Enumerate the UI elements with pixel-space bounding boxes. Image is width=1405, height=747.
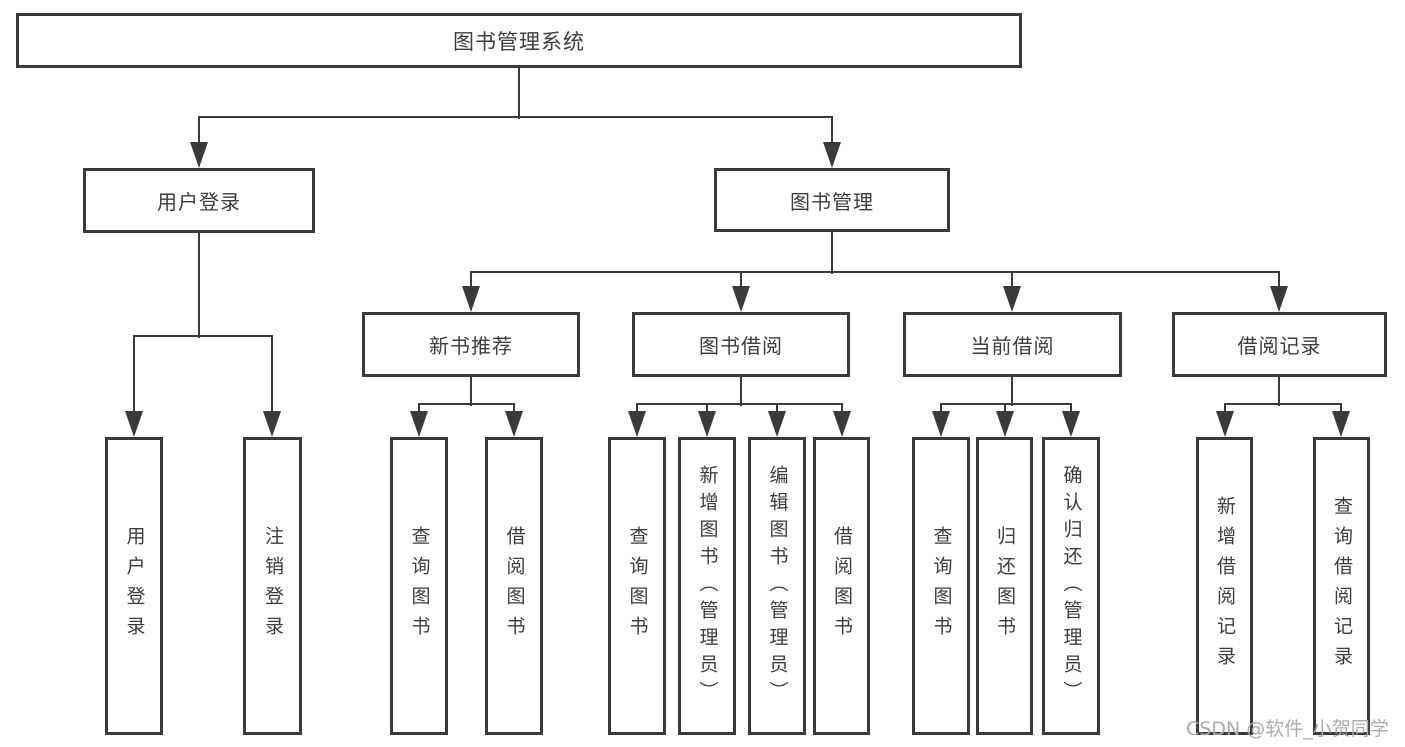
leaf-add-borrow-record-label: 新增借阅记录 — [1214, 496, 1236, 676]
arrow-down-icon — [505, 411, 523, 437]
connector-line-horizontal — [197, 115, 834, 119]
leaf-confirm-return-admin: 确认归还（管理员） — [1042, 437, 1100, 735]
leaf-add-book-admin: 新增图书（管理员） — [678, 437, 736, 735]
leaf-user-login-label: 用户登录 — [123, 526, 146, 646]
arrow-down-icon — [1332, 411, 1350, 437]
connector-line-vertical — [830, 232, 834, 274]
connector-line-vertical — [1010, 272, 1014, 294]
arrow-down-icon — [125, 411, 143, 437]
connector-line-vertical — [132, 336, 136, 416]
connector-line-horizontal — [132, 334, 274, 338]
connector-line-vertical — [705, 404, 709, 416]
connector-line-vertical — [512, 404, 516, 416]
connector-line-vertical — [775, 404, 779, 416]
connector-line-vertical — [270, 336, 274, 416]
node-book-borrow: 图书借阅 — [632, 312, 850, 377]
leaf-borrow-books-recommend-label: 借阅图书 — [503, 526, 526, 646]
arrow-down-icon — [768, 411, 786, 437]
connector-line-vertical — [739, 272, 743, 294]
connector-line-vertical — [469, 377, 473, 406]
connector-line-horizontal — [1223, 402, 1343, 406]
leaf-edit-book-admin-label: 编辑图书（管理员） — [766, 464, 789, 708]
leaf-add-borrow-record: 新增借阅记录 — [1196, 437, 1253, 735]
node-book-management-label: 图书管理 — [790, 189, 874, 214]
connector-line-vertical — [1277, 377, 1281, 406]
connector-line-horizontal — [469, 270, 1281, 274]
connector-line-vertical — [1223, 404, 1227, 416]
node-new-book-recommend-label: 新书推荐 — [429, 334, 513, 358]
leaf-query-books-borrow: 查询图书 — [608, 437, 666, 735]
leaf-user-login: 用户登录 — [105, 437, 163, 735]
connector-line-vertical — [1277, 272, 1281, 294]
arrow-down-icon — [1003, 286, 1021, 312]
arrow-down-icon — [698, 411, 716, 437]
node-current-borrow: 当前借阅 — [903, 312, 1122, 377]
connector-line-vertical — [840, 404, 844, 416]
arrow-down-icon — [263, 411, 281, 437]
arrow-down-icon — [410, 411, 428, 437]
node-borrow-records-label: 借阅记录 — [1237, 334, 1322, 358]
leaf-return-book: 归还图书 — [976, 437, 1033, 735]
connector-line-vertical — [939, 404, 943, 416]
connector-line-vertical — [417, 404, 421, 416]
node-book-management: 图书管理 — [714, 168, 950, 232]
arrow-down-icon — [732, 286, 750, 312]
leaf-borrow-books-borrow-label: 借阅图书 — [831, 526, 853, 646]
connector-line-vertical — [1069, 404, 1073, 416]
leaf-borrow-books-recommend: 借阅图书 — [485, 437, 543, 735]
connector-line-horizontal — [417, 402, 516, 406]
leaf-logout: 注销登录 — [243, 437, 302, 735]
connector-line-vertical — [830, 117, 834, 148]
leaf-query-books-current-label: 查询图书 — [930, 526, 953, 646]
connector-line-vertical — [197, 117, 201, 148]
leaf-add-book-admin-label: 新增图书（管理员） — [696, 464, 719, 708]
leaf-query-books-current: 查询图书 — [912, 437, 970, 735]
arrow-down-icon — [1270, 286, 1288, 312]
arrow-down-icon — [833, 411, 851, 437]
connector-line-vertical — [635, 404, 639, 416]
leaf-query-books-recommend: 查询图书 — [390, 437, 448, 735]
connector-line-vertical — [1003, 404, 1007, 416]
csdn-watermark: CSDN @软件_小贺同学 — [1186, 718, 1389, 740]
leaf-borrow-books-borrow: 借阅图书 — [813, 437, 870, 735]
arrow-down-icon — [1062, 411, 1080, 437]
leaf-query-books-recommend-label: 查询图书 — [408, 526, 431, 646]
arrow-down-icon — [996, 411, 1014, 437]
connector-line-horizontal — [635, 402, 844, 406]
connector-line-vertical — [469, 272, 473, 294]
connector-line-vertical — [1339, 404, 1343, 416]
leaf-return-book-label: 归还图书 — [994, 526, 1016, 646]
arrow-down-icon — [462, 286, 480, 312]
leaf-edit-book-admin: 编辑图书（管理员） — [748, 437, 806, 735]
connector-line-vertical — [517, 68, 521, 119]
leaf-query-borrow-record: 查询借阅记录 — [1313, 437, 1370, 735]
arrow-down-icon — [932, 411, 950, 437]
connector-line-vertical — [1010, 377, 1014, 406]
node-book-borrow-label: 图书借阅 — [699, 334, 783, 358]
connector-line-vertical — [739, 377, 743, 406]
leaf-logout-label: 注销登录 — [262, 526, 284, 646]
node-user-login-label: 用户登录 — [157, 190, 241, 214]
leaf-query-books-borrow-label: 查询图书 — [626, 526, 649, 646]
arrow-down-icon — [628, 411, 646, 437]
node-root-system: 图书管理系统 — [16, 13, 1022, 68]
connector-line-vertical — [197, 233, 201, 338]
arrow-down-icon — [823, 142, 841, 168]
node-borrow-records: 借阅记录 — [1172, 312, 1387, 377]
leaf-confirm-return-admin-label: 确认归还（管理员） — [1060, 464, 1083, 708]
arrow-down-icon — [1216, 411, 1234, 437]
leaf-query-borrow-record-label: 查询借阅记录 — [1331, 496, 1353, 676]
node-new-book-recommend: 新书推荐 — [362, 312, 580, 377]
node-root-label: 图书管理系统 — [453, 29, 585, 54]
node-current-borrow-label: 当前借阅 — [970, 334, 1055, 358]
arrow-down-icon — [190, 142, 208, 168]
node-user-login: 用户登录 — [83, 168, 315, 233]
